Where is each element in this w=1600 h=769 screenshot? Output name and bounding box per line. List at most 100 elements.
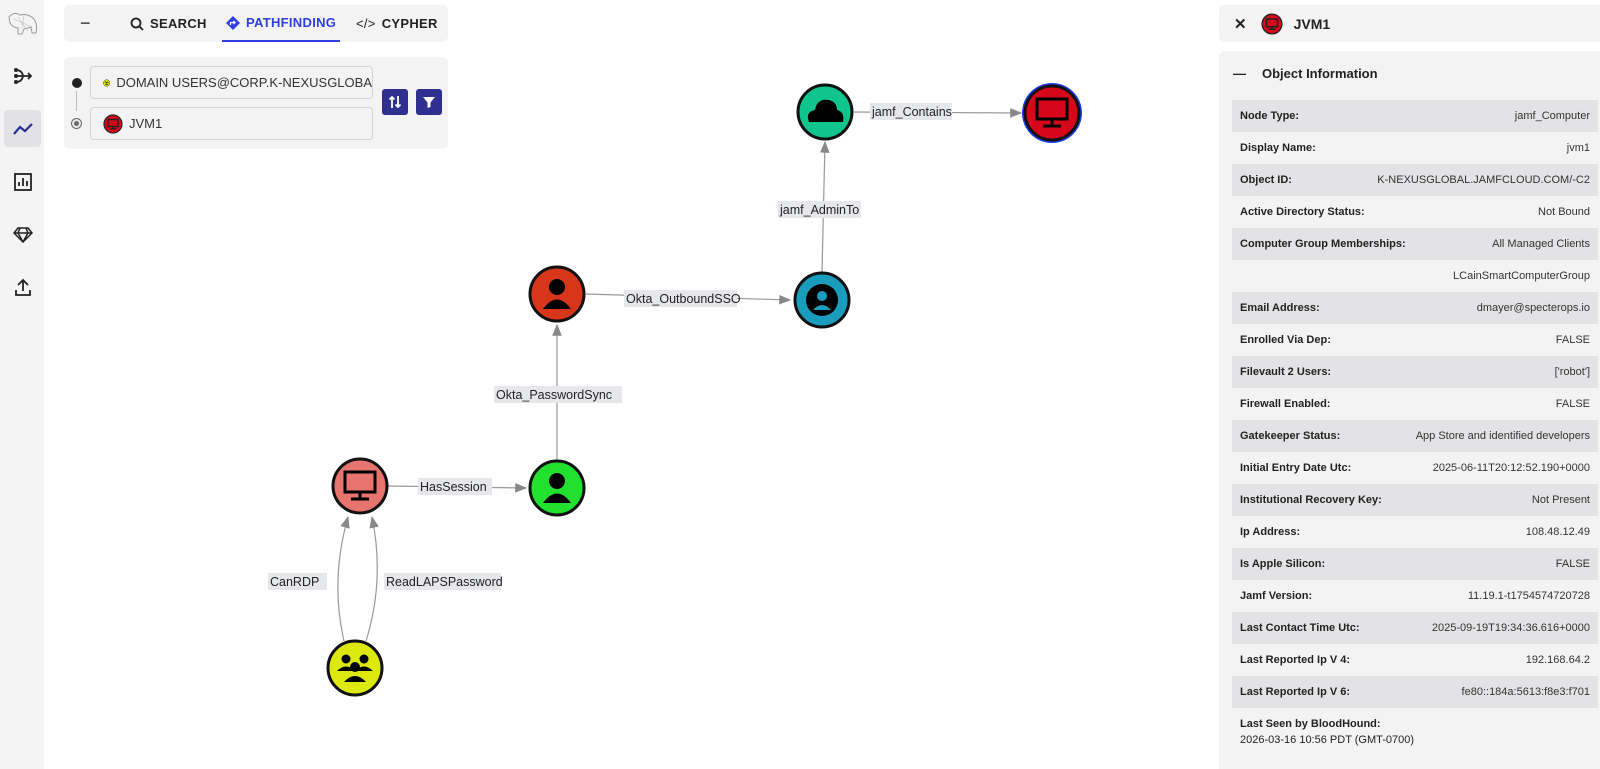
collapse-button[interactable]: − [80, 13, 91, 33]
property-row: Last Reported Ip V 6: fe80::184a:5613:f8e… [1232, 676, 1598, 708]
group-node-icon [103, 78, 111, 87]
node-jamf-tenant[interactable] [796, 83, 854, 141]
property-key: Last Seen by BloodHound: [1240, 718, 1381, 730]
node-okta-user[interactable] [528, 265, 586, 323]
property-row: Enrolled Via Dep:FALSE [1232, 324, 1598, 356]
computer-node-icon [103, 113, 123, 134]
computer-node-icon [1261, 12, 1283, 35]
property-row: Last Reported Ip V 4:192.168.64.2 [1232, 644, 1598, 676]
close-icon[interactable]: ✕ [1234, 15, 1247, 33]
tab-search-label: SEARCH [150, 16, 207, 31]
tab-search[interactable]: SEARCH [126, 5, 211, 42]
property-value: App Store and identified developers [1415, 430, 1590, 442]
edge-label-outboundsso: Okta_OutboundSSO [624, 290, 741, 307]
property-key: Firewall Enabled: [1240, 398, 1331, 410]
property-row: Gatekeeper Status: App Store and identifi… [1232, 420, 1598, 452]
path-connector [76, 91, 77, 111]
property-key: Object ID: [1240, 174, 1292, 186]
edge-canrdp[interactable] [337, 515, 350, 642]
property-row: Last Contact Time Utc:2025-09-19T19:34:3… [1232, 612, 1598, 644]
svg-text:Okta_OutboundSSO: Okta_OutboundSSO [626, 292, 741, 306]
property-value: 2026-03-16 10:56 PDT (GMT-0700) [1240, 734, 1415, 746]
cloud-icon [807, 99, 844, 122]
target-dot-icon [71, 118, 82, 129]
property-row: Initial Entry Date Utc:2025-06-11T20:12:… [1232, 452, 1598, 484]
property-row: Active Directory Status: Not Bound [1232, 196, 1598, 228]
entity-panel-header: ✕ JVM1 [1219, 5, 1600, 42]
property-key: Initial Entry Date Utc: [1240, 462, 1352, 474]
edge-readlapspassword[interactable] [365, 515, 379, 642]
property-key: Gatekeeper Status: [1240, 430, 1341, 442]
edge-label-contains: jamf_Contains [870, 103, 952, 120]
property-value: All Managed Clients [1492, 238, 1590, 250]
property-value: 2025-09-19T19:34:36.616+0000 [1431, 622, 1590, 634]
property-value: dmayer@specterops.io [1476, 302, 1590, 314]
property-value: FALSE [1555, 558, 1590, 570]
property-row: Computer Group Memberships: All Managed C… [1232, 228, 1598, 260]
explore-graph-icon[interactable] [4, 57, 41, 94]
node-computer[interactable] [331, 457, 389, 515]
property-value: ['robot'] [1554, 366, 1590, 378]
gem-icon[interactable] [4, 216, 41, 253]
tab-pathfinding-label: PATHFINDING [246, 15, 337, 30]
filter-icon [423, 97, 435, 108]
swap-nodes-button[interactable] [382, 89, 408, 115]
node-domain-users-group[interactable] [326, 639, 384, 697]
edge-label-adminto: jamf_AdminTo [778, 201, 861, 218]
object-information-section[interactable]: — Object Information [1219, 51, 1600, 95]
property-value: FALSE [1555, 398, 1590, 410]
source-node-label: DOMAIN USERS@CORP.K-NEXUSGLOBA [116, 75, 372, 90]
property-value: K-NEXUSGLOBAL.JAMFCLOUD.COM/-C2 [1377, 174, 1590, 186]
property-key: Computer Group Memberships: [1240, 238, 1406, 250]
tab-cypher[interactable]: </> CYPHER [352, 5, 442, 42]
target-node-input[interactable]: JVM1 [90, 107, 373, 140]
collapse-icon[interactable]: — [1233, 65, 1246, 81]
graph-canvas[interactable]: HasSession CanRDP ReadLAPSPassword Okta_… [0, 0, 1210, 769]
property-value: fe80::184a:5613:f8e3:f701 [1461, 686, 1590, 698]
sidebar [0, 0, 44, 769]
pathfinding-nav-icon[interactable] [4, 110, 41, 147]
bar-chart-icon[interactable] [4, 163, 41, 200]
svg-text:HasSession: HasSession [420, 480, 487, 494]
svg-text:Okta_PasswordSync: Okta_PasswordSync [496, 388, 612, 402]
user-icon [543, 279, 571, 309]
pathfinding-panel: DOMAIN USERS@CORP.K-NEXUSGLOBA JVM1 [64, 57, 448, 149]
tab-cypher-label: CYPHER [381, 16, 438, 31]
property-key: Email Address: [1240, 302, 1320, 314]
property-key: Ip Address: [1240, 526, 1301, 538]
edge-label-hassession: HasSession [418, 478, 492, 495]
property-row: Display Name:jvm1 [1232, 132, 1598, 164]
property-key: Node Type: [1240, 110, 1300, 122]
property-value: Not Bound [1538, 206, 1590, 218]
node-jamf-user[interactable] [793, 271, 851, 329]
property-row: Email Address: dmayer@specterops.io [1232, 292, 1598, 324]
node-jvm1[interactable] [1022, 83, 1082, 143]
property-row: Is Apple Silicon: FALSE [1232, 548, 1598, 580]
edge-label-readlapspassword: ReadLAPSPassword [384, 573, 503, 590]
directions-icon [226, 15, 240, 30]
property-key: Active Directory Status: [1240, 206, 1365, 218]
property-key: Is Apple Silicon: [1240, 558, 1326, 570]
property-row: Firewall Enabled: FALSE [1232, 388, 1598, 420]
account-circle-icon [806, 284, 838, 316]
property-value: LCainSmartComputerGroup [1453, 270, 1590, 282]
svg-text:CanRDP: CanRDP [270, 575, 319, 589]
tab-pathfinding[interactable]: PATHFINDING [222, 5, 341, 42]
computer-icon [1035, 97, 1069, 128]
bloodhound-logo-icon[interactable] [4, 4, 41, 41]
property-key: Last Reported Ip V 4: [1240, 654, 1351, 666]
code-icon: </> [356, 16, 376, 31]
edge-filter-button[interactable] [416, 89, 442, 115]
property-key: Filevault 2 Users: [1240, 366, 1332, 378]
target-node-label: JVM1 [129, 116, 163, 131]
property-key: Institutional Recovery Key: [1240, 494, 1382, 506]
property-row: LCainSmartComputerGroup [1232, 260, 1598, 292]
user-icon [543, 473, 571, 503]
section-title: Object Information [1262, 65, 1378, 81]
node-user-green[interactable] [528, 459, 586, 517]
upload-icon[interactable] [4, 268, 41, 305]
users-group-icon [337, 654, 373, 682]
svg-text:ReadLAPSPassword: ReadLAPSPassword [386, 575, 503, 589]
property-key: Last Reported Ip V 6: [1240, 686, 1351, 698]
source-node-input[interactable]: DOMAIN USERS@CORP.K-NEXUSGLOBA [90, 66, 373, 99]
